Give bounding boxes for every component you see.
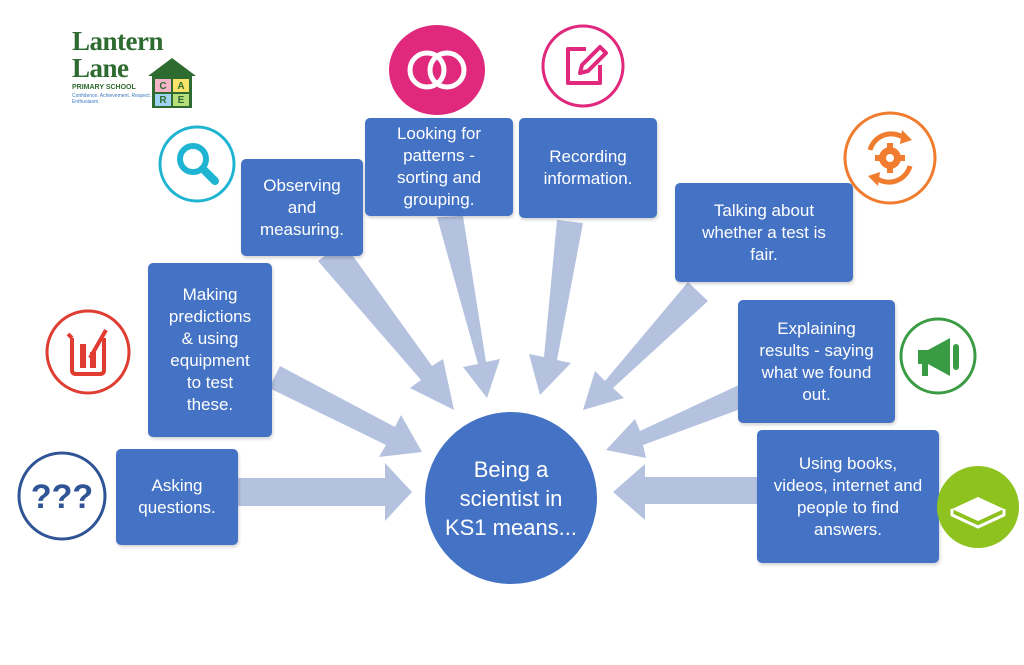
skill-line: Explaining (777, 318, 856, 338)
skill-line: out. (802, 384, 831, 404)
skill-line: sorting and (396, 168, 482, 187)
skill-box-observing: Observing and measuring. (241, 159, 363, 256)
megaphone-icon (899, 317, 977, 395)
skill-box-predicting: Making predictions & using equipment to … (148, 263, 272, 437)
cycle-gear-icon (843, 111, 937, 205)
arrow-observing (318, 242, 454, 410)
arrow-asking (238, 463, 412, 521)
logo-school-label: PRIMARY SCHOOL (72, 84, 136, 91)
arrow-explaining (606, 385, 746, 458)
skill-line: Talking about (713, 200, 815, 220)
arrow-recording (529, 220, 583, 395)
arrow-fair-test (583, 282, 708, 410)
skill-line: people to find (796, 497, 900, 517)
skill-line: grouping. (403, 190, 475, 209)
skill-line: Observing (263, 175, 341, 195)
school-logo: Lantern Lane PRIMARY SCHOOL Confidence. … (68, 26, 198, 112)
skill-line: Recording (549, 147, 627, 166)
logo-letter-e: E (178, 95, 185, 106)
skill-line: whether a test is (702, 222, 826, 242)
venn-icon (389, 25, 485, 115)
skill-line: information. (543, 169, 633, 188)
logo-name-line1: Lantern (72, 26, 164, 56)
skill-box-research: Using books, videos, internet and people… (757, 430, 939, 563)
skill-line: videos, internet and (773, 475, 923, 495)
skill-line: to test (186, 373, 234, 392)
skill-line: patterns - (403, 146, 475, 165)
arrow-research (613, 464, 757, 520)
skill-line: and (287, 197, 317, 217)
arrow-patterns (437, 216, 500, 398)
lantern-house-icon: C A R E (148, 58, 196, 108)
skill-line: Using books, (798, 453, 898, 473)
book-icon (937, 466, 1019, 548)
logo-letter-c: C (159, 81, 166, 92)
logo-letter-a: A (177, 81, 184, 92)
skill-line: these. (186, 395, 234, 414)
skill-box-fair-test: Talking about whether a test is fair. (675, 183, 853, 282)
skill-line: equipment (170, 351, 250, 370)
skill-line: questions. (138, 498, 216, 517)
skill-box-recording: Recording information. (519, 118, 657, 218)
pencil-square-icon (541, 24, 625, 108)
skill-line: fair. (750, 244, 778, 264)
center-circle: Being a scientist in KS1 means... (425, 412, 597, 584)
magnifier-icon (158, 125, 236, 203)
skill-line: what we found (761, 362, 872, 382)
skill-line: Asking (151, 476, 203, 495)
skill-box-asking: Asking questions. (116, 449, 238, 545)
skill-box-explaining: Explaining results - saying what we foun… (738, 300, 895, 423)
skill-line: answers. (813, 519, 882, 539)
skill-line: predictions (168, 307, 252, 326)
skill-line: measuring. (259, 219, 345, 239)
logo-letter-r: R (159, 95, 167, 106)
skill-line: & using (181, 329, 239, 348)
skill-box-patterns: Looking for patterns - sorting and group… (365, 118, 513, 216)
skill-line: Looking for (396, 124, 482, 143)
center-label: Being a scientist in KS1 means... (444, 456, 578, 540)
logo-name-line2: Lane (72, 53, 129, 83)
question-marks-icon: ??? (17, 451, 107, 541)
beaker-icon (45, 309, 131, 395)
logo-motto: Confidence. Achievement. Respect. Enthus… (72, 93, 152, 105)
arrow-predicting (269, 366, 422, 457)
svg-text:???: ??? (31, 478, 93, 516)
skill-line: Making (182, 285, 238, 304)
skill-line: results - saying (759, 340, 874, 360)
